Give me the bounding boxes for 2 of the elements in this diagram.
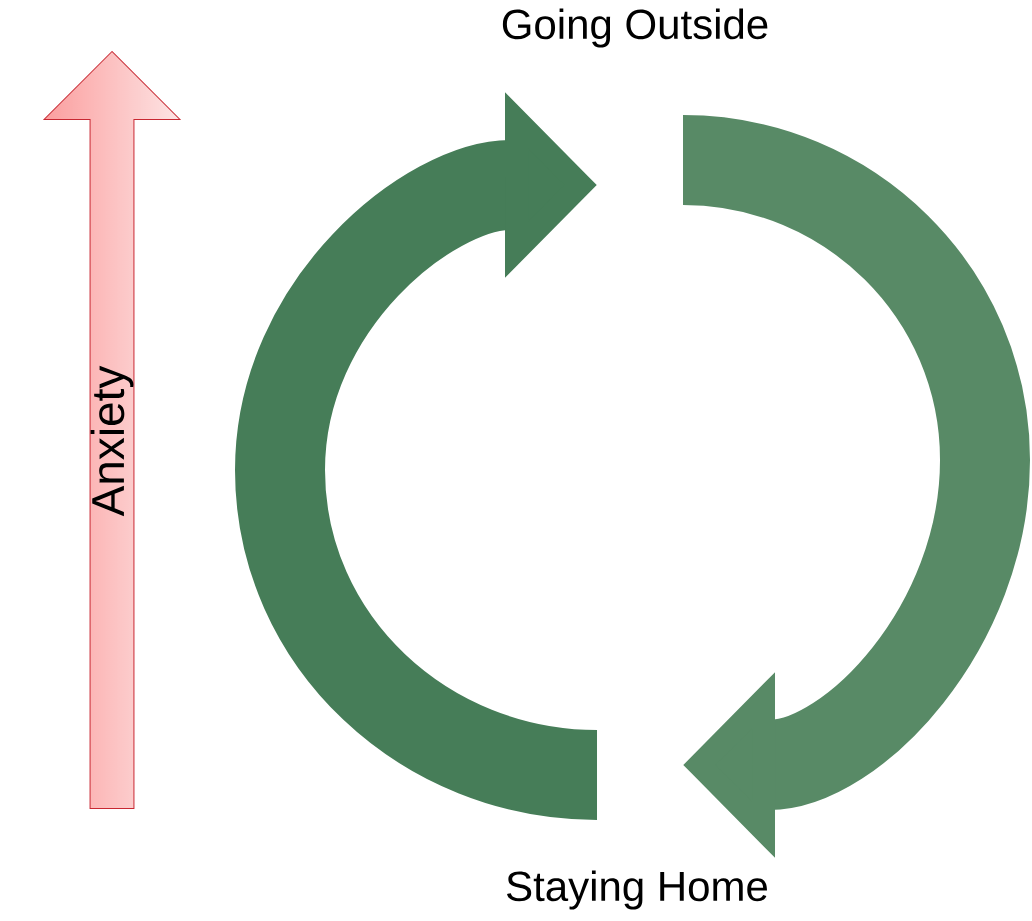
cycle-label: Going Outside [502, 8, 768, 48]
cycle-label: Staying Home [507, 870, 767, 910]
